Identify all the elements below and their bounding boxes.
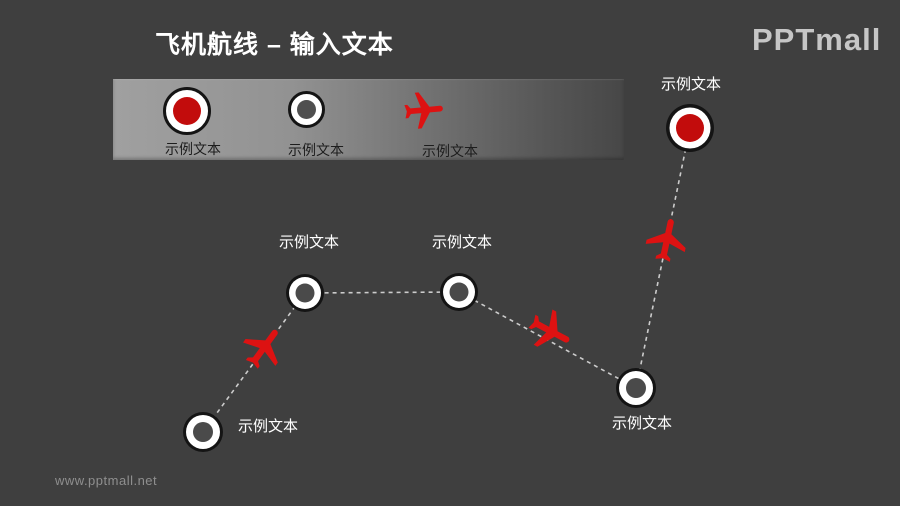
route-node-waypoint2[interactable] xyxy=(440,273,478,311)
pptmall-logo: PPTmall xyxy=(752,22,882,57)
legend-item-waypoint[interactable] xyxy=(288,91,325,128)
website-url: www.pptmall.net xyxy=(55,473,158,488)
page-title: 飞机航线 – 输入文本 xyxy=(155,31,394,59)
node-label-waypoint3: 示例文本 xyxy=(611,415,673,432)
waypoint-node-icon xyxy=(288,91,325,128)
legend-item-airplane[interactable] xyxy=(398,85,450,142)
legend-label-destination: 示例文本 xyxy=(165,141,221,157)
node-label-end: 示例文本 xyxy=(660,76,722,93)
legend-item-destination[interactable] xyxy=(163,87,211,135)
legend-label-airplane: 示例文本 xyxy=(422,143,478,159)
node-label-waypoint2: 示例文本 xyxy=(431,234,493,251)
airplane-icon[interactable] xyxy=(643,215,691,264)
route-node-waypoint1[interactable] xyxy=(286,274,324,312)
node-label-start: 示例文本 xyxy=(238,418,299,435)
waypoint-node-core xyxy=(297,100,316,119)
route-node-start[interactable] xyxy=(183,412,223,452)
node-label-waypoint1: 示例文本 xyxy=(278,234,340,251)
airplane-icon xyxy=(404,92,443,129)
legend-label-waypoint: 示例文本 xyxy=(288,142,344,158)
route-node-end[interactable] xyxy=(666,104,714,152)
destination-node-core xyxy=(173,97,201,125)
airplane-icon[interactable] xyxy=(236,319,293,376)
destination-node-icon xyxy=(163,87,211,135)
legend-bar: 示例文本 示例文本 示例文本 xyxy=(113,79,624,160)
route-node-waypoint3[interactable] xyxy=(616,368,656,408)
airplane-icon[interactable] xyxy=(523,304,579,359)
